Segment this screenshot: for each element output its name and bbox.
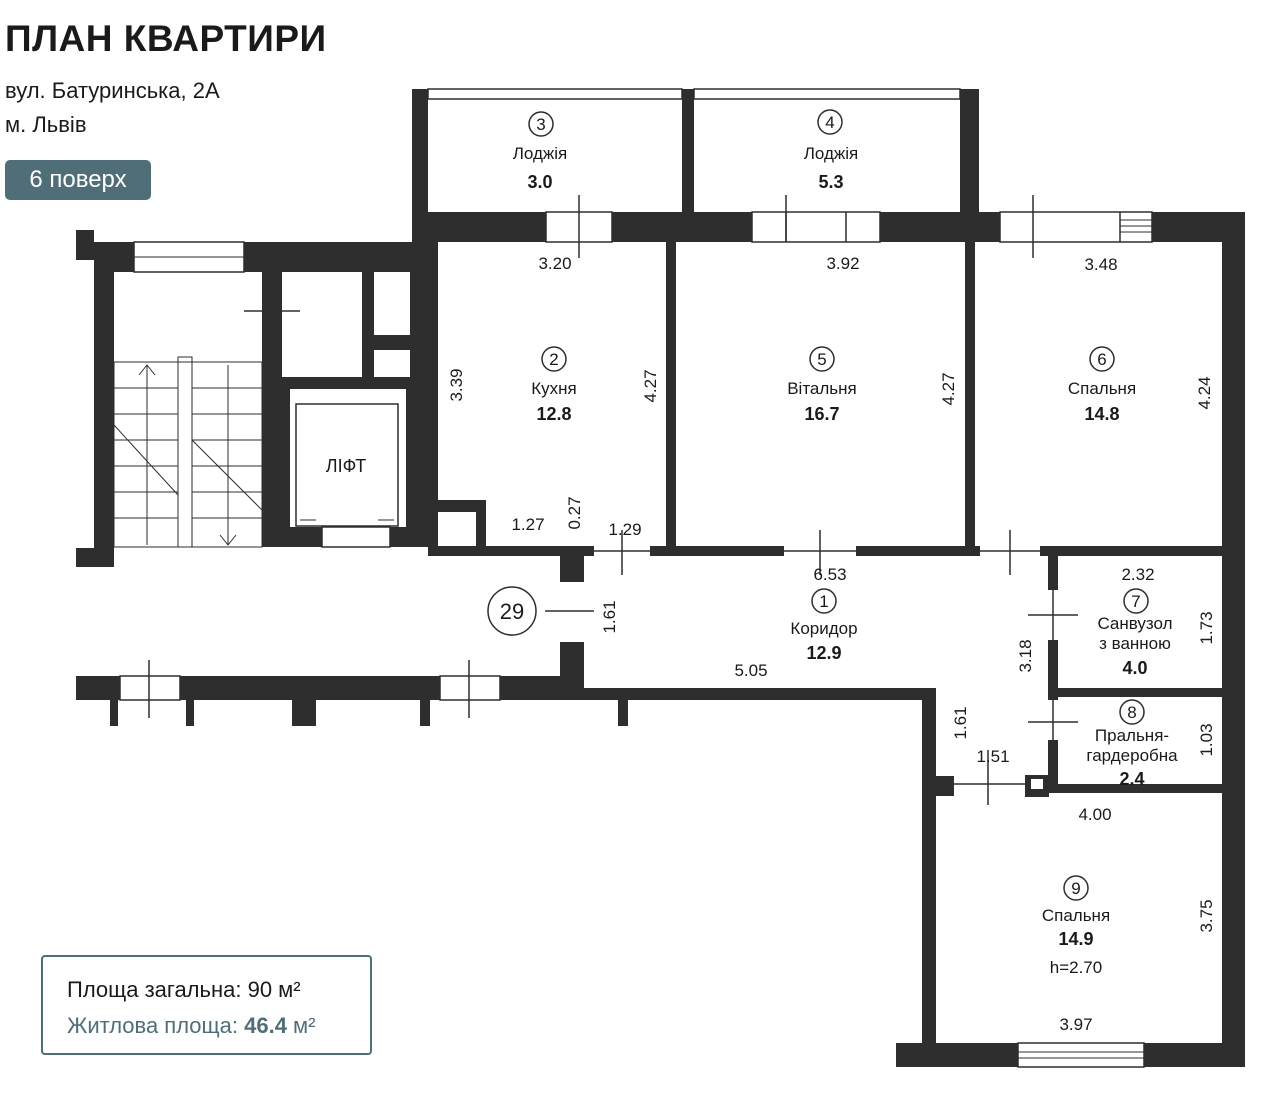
svg-text:1: 1 [819, 592, 828, 611]
svg-text:4: 4 [825, 113, 834, 132]
svg-text:1.29: 1.29 [608, 520, 641, 539]
svg-text:1.27: 1.27 [511, 515, 544, 534]
svg-text:гардеробна: гардеробна [1086, 746, 1178, 765]
svg-text:1.03: 1.03 [1197, 723, 1216, 756]
room-3-label: 3 Лоджія 3.0 [513, 111, 568, 192]
dimension-labels: 3.20 3.92 3.48 1.27 1.29 6.53 2.32 5.05 … [447, 254, 1216, 1034]
svg-text:Лоджія: Лоджія [513, 144, 568, 163]
svg-text:14.8: 14.8 [1084, 404, 1119, 424]
street-address: вул. Батуринська, 2А [5, 78, 220, 103]
svg-text:Кухня: Кухня [531, 379, 577, 398]
svg-text:6: 6 [1097, 350, 1106, 369]
room-1-label: 1 Коридор 12.9 [790, 588, 858, 663]
dimension-ticks [148, 195, 1078, 805]
svg-text:3.20: 3.20 [538, 254, 571, 273]
svg-text:14.9: 14.9 [1058, 929, 1093, 949]
svg-text:4.24: 4.24 [1195, 376, 1214, 409]
svg-text:Пральня-: Пральня- [1095, 726, 1169, 745]
svg-text:29: 29 [500, 599, 524, 624]
svg-text:5.05: 5.05 [734, 661, 767, 680]
room-5-label: 5 Вітальня 16.7 [787, 346, 857, 424]
svg-text:Лоджія: Лоджія [804, 144, 859, 163]
svg-text:1.61: 1.61 [600, 600, 619, 633]
svg-text:1.61: 1.61 [951, 706, 970, 739]
svg-text:h=2.70: h=2.70 [1050, 958, 1102, 977]
svg-text:з ванною: з ванною [1099, 634, 1171, 653]
living-area: Житлова площа: 46.4 м² [67, 1013, 316, 1038]
svg-text:3: 3 [536, 115, 545, 134]
floor-badge: 6 поверх [5, 160, 151, 200]
staircase [113, 356, 263, 548]
svg-text:3.48: 3.48 [1084, 255, 1117, 274]
svg-text:0.27: 0.27 [565, 496, 584, 529]
svg-text:4.0: 4.0 [1122, 658, 1147, 678]
svg-text:12.8: 12.8 [536, 404, 571, 424]
svg-text:4.00: 4.00 [1078, 805, 1111, 824]
svg-text:7: 7 [1131, 592, 1140, 611]
svg-text:1.51: 1.51 [976, 747, 1009, 766]
svg-text:3.92: 3.92 [826, 254, 859, 273]
total-area: Площа загальна: 90 м² [67, 977, 301, 1002]
svg-text:Спальня: Спальня [1068, 379, 1136, 398]
svg-text:Санвузол: Санвузол [1097, 614, 1172, 633]
svg-text:5: 5 [817, 350, 826, 369]
svg-text:8: 8 [1127, 703, 1136, 722]
windows [119, 88, 1153, 1068]
svg-text:16.7: 16.7 [804, 404, 839, 424]
lift-label: ЛІФТ [326, 456, 366, 476]
svg-text:3.18: 3.18 [1016, 639, 1035, 672]
svg-text:Коридор: Коридор [790, 619, 857, 638]
svg-text:4.27: 4.27 [641, 369, 660, 402]
room-4-label: 4 Лоджія 5.3 [804, 109, 859, 192]
svg-text:Спальня: Спальня [1042, 906, 1110, 925]
svg-text:12.9: 12.9 [806, 643, 841, 663]
svg-text:Вітальня: Вітальня [787, 379, 857, 398]
svg-text:2.32: 2.32 [1121, 565, 1154, 584]
svg-text:1.73: 1.73 [1197, 611, 1216, 644]
svg-text:3.0: 3.0 [527, 172, 552, 192]
room-6-label: 6 Спальня 14.8 [1068, 346, 1136, 424]
svg-text:3.97: 3.97 [1059, 1015, 1092, 1034]
walls [76, 89, 1245, 1067]
svg-text:2.4: 2.4 [1119, 769, 1144, 789]
svg-text:2: 2 [549, 350, 558, 369]
city-label: м. Львів [5, 112, 87, 137]
room-9-label: 9 Спальня 14.9 h=2.70 [1042, 875, 1110, 977]
svg-text:5.3: 5.3 [818, 172, 843, 192]
room-8-label: 8 Пральня- гардеробна 2.4 [1086, 699, 1178, 789]
page-title: ПЛАН КВАРТИРИ [5, 18, 327, 59]
lift-shaft: ЛІФТ [295, 403, 399, 527]
svg-text:3.75: 3.75 [1197, 899, 1216, 932]
apartment-number: 29 [487, 586, 537, 636]
room-7-label: 7 Санвузол з ванною 4.0 [1097, 588, 1173, 678]
svg-text:3.39: 3.39 [447, 368, 466, 401]
svg-text:9: 9 [1071, 879, 1080, 898]
svg-text:4.27: 4.27 [939, 372, 958, 405]
room-2-label: 2 Кухня 12.8 [531, 346, 577, 424]
svg-text:6.53: 6.53 [813, 565, 846, 584]
area-summary: Площа загальна: 90 м² Житлова площа: 46.… [41, 955, 372, 1055]
